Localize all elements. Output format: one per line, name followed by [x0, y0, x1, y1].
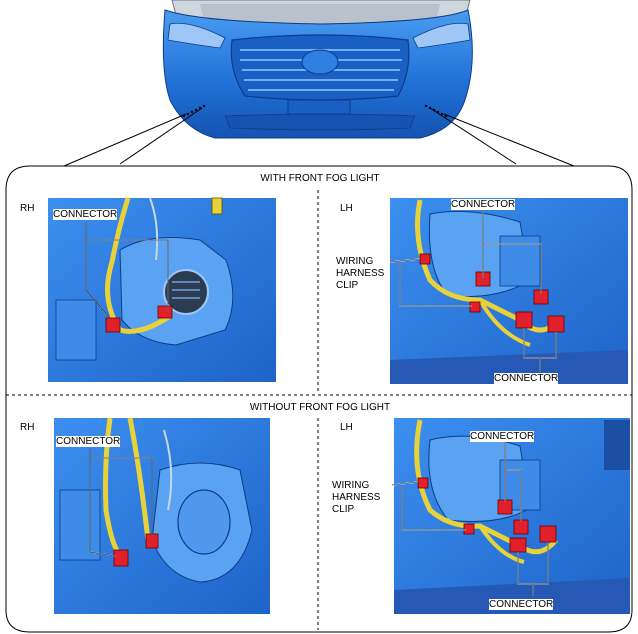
side-label-lh-2: LH — [340, 422, 353, 433]
wiring-harness-clip-label: WIRING HARNESS CLIP — [336, 256, 385, 292]
lh-connector-callout-bottom-2: CONNECTOR — [489, 599, 554, 610]
wiring-harness-clip-label-2: WIRING HARNESS CLIP — [332, 480, 381, 516]
side-label-rh-2: RH — [20, 422, 35, 433]
clip-label-line-1: WIRING — [336, 256, 374, 267]
side-label-lh: LH — [340, 203, 353, 214]
clip-label-2-line-1: WIRING — [332, 480, 370, 491]
rh-connector-callout-2: CONNECTOR — [56, 436, 121, 447]
side-label-rh: RH — [20, 203, 35, 214]
lh-connector-callout-bottom: CONNECTOR — [494, 373, 559, 384]
section-title-without-fog-light: WITHOUT FRONT FOG LIGHT — [249, 402, 391, 413]
clip-label-2-line-3: CLIP — [332, 504, 355, 515]
clip-label-2-line-2: HARNESS — [332, 492, 381, 503]
clip-label-line-2: HARNESS — [336, 268, 385, 279]
clip-label-line-3: CLIP — [336, 280, 359, 291]
rh-connector-callout: CONNECTOR — [53, 209, 118, 220]
section-title-with-fog-light: WITH FRONT FOG LIGHT — [260, 173, 380, 184]
lh-connector-callout-top: CONNECTOR — [451, 199, 516, 210]
lh-connector-callout-top-2: CONNECTOR — [470, 431, 535, 442]
